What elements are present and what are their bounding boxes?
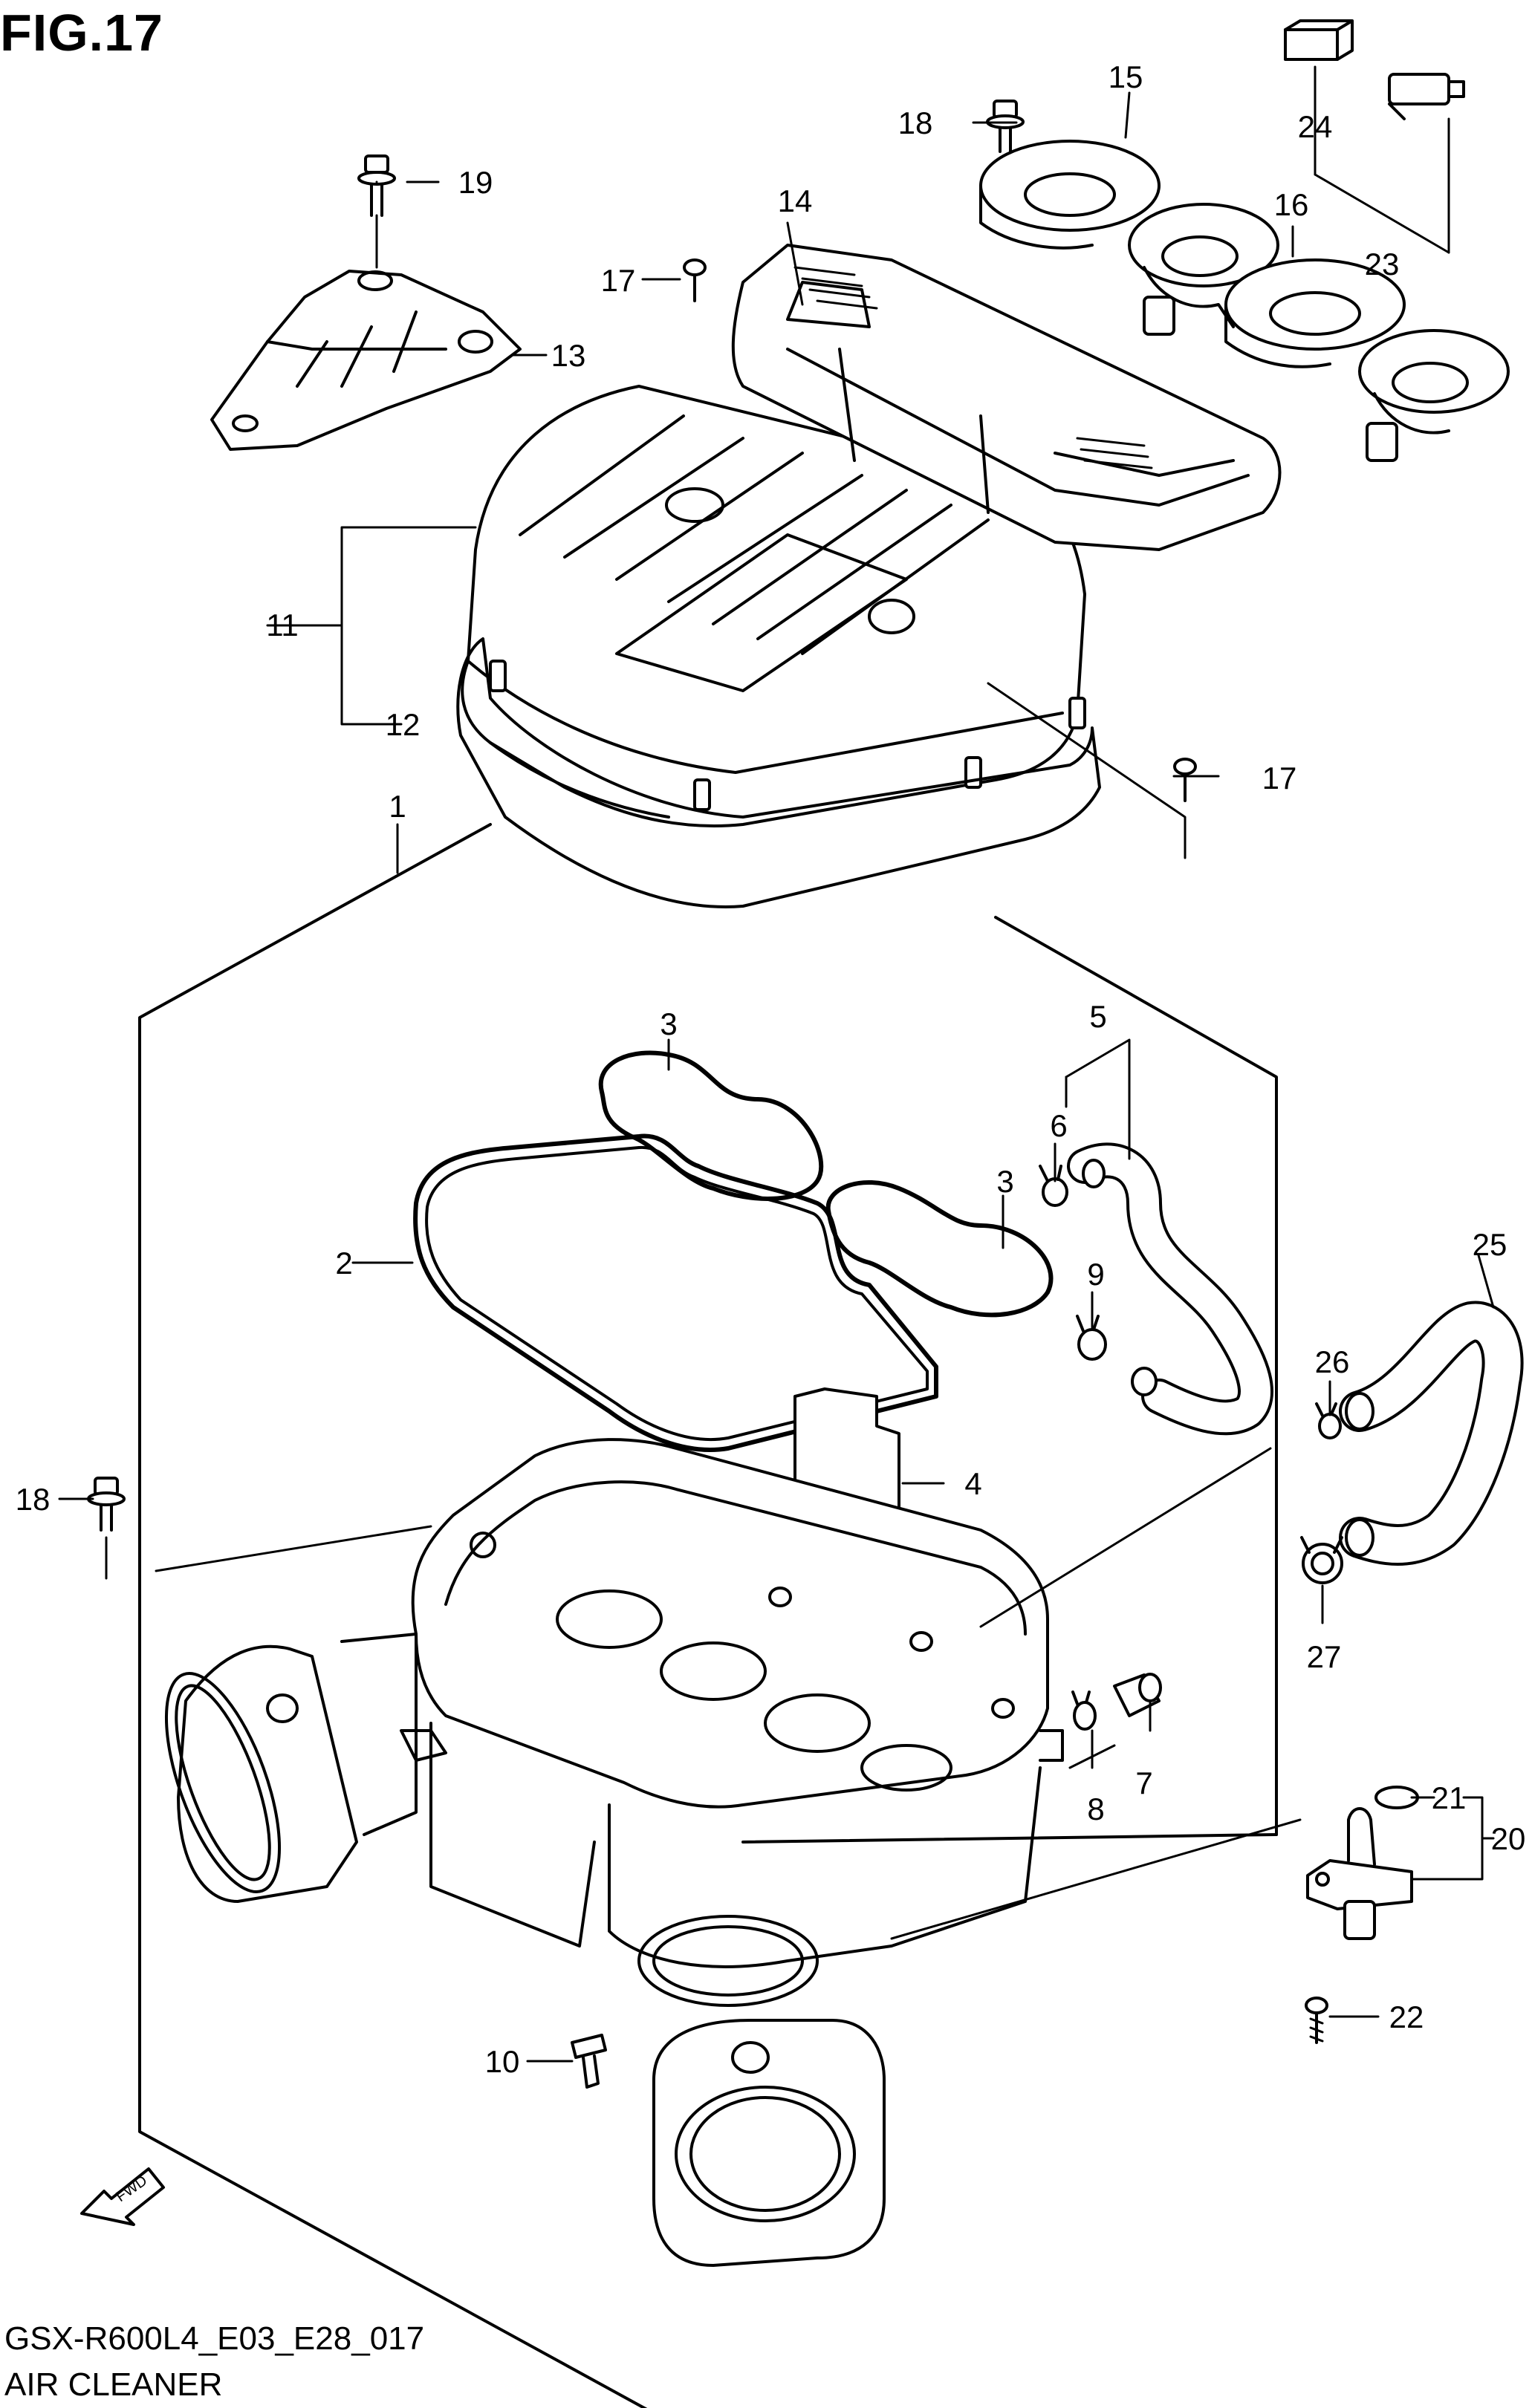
- bolt-19: [357, 154, 396, 269]
- funnels-15-16: [979, 140, 1510, 462]
- callout-5: 5: [1089, 999, 1106, 1034]
- clip-10: [571, 2034, 607, 2089]
- clamp-8: [1071, 1691, 1097, 1731]
- callout-19: 19: [458, 165, 493, 200]
- callout-25: 25: [1473, 1227, 1507, 1262]
- air-cleaner-case: [400, 1438, 1064, 2007]
- clamp-27: [1300, 1536, 1343, 1584]
- callout-10: 10: [485, 2044, 520, 2079]
- clamp-26: [1315, 1402, 1342, 1439]
- callout-13: 13: [551, 338, 586, 373]
- sensor-20: [1306, 1807, 1413, 1940]
- callout-labels: 1 2 3 3 4 5 6 7 8 9 10 11 12 13 14 15 16…: [16, 59, 1526, 2079]
- callout-21: 21: [1432, 1780, 1467, 1815]
- assembly-1-frame: [138, 823, 1278, 2408]
- screw-22: [1305, 1997, 1328, 2044]
- hose-5: [1067, 1142, 1273, 1436]
- callout-3b: 3: [996, 1164, 1013, 1199]
- clamp-6: [1039, 1165, 1068, 1207]
- intake-duct-left: [164, 1633, 418, 1903]
- callout-11: 11: [266, 608, 299, 642]
- callout-6: 6: [1050, 1108, 1067, 1143]
- callout-26: 26: [1315, 1344, 1350, 1379]
- bolt-18-left: [87, 1477, 126, 1532]
- callout-27: 27: [1307, 1639, 1342, 1674]
- ring-3b: [825, 1180, 1054, 1318]
- callout-18a: 18: [898, 105, 933, 140]
- callout-16: 16: [1274, 187, 1309, 222]
- connectors-23-24: [1284, 19, 1465, 120]
- fwd-arrow-icon: FWD: [80, 2167, 165, 2226]
- callout-2: 2: [335, 1246, 352, 1281]
- callout-17a: 17: [601, 263, 636, 298]
- callout-4: 4: [964, 1466, 981, 1501]
- gasket-2: [413, 1133, 938, 1452]
- callout-17b: 17: [1262, 761, 1297, 795]
- callout-8: 8: [1087, 1792, 1104, 1826]
- hose-25: [1339, 1301, 1524, 1566]
- bolt-18-top: [986, 100, 1025, 153]
- callout-14: 14: [778, 183, 813, 218]
- seal-12: [456, 637, 1101, 908]
- callout-15: 15: [1109, 59, 1143, 94]
- part-14-cover: [731, 244, 1282, 551]
- diagram-caption: AIR CLEANER: [4, 2366, 223, 2403]
- callout-22: 22: [1389, 1999, 1424, 2034]
- bracket-13: [210, 270, 522, 451]
- callout-7: 7: [1135, 1766, 1152, 1800]
- callout-20: 20: [1491, 1821, 1526, 1856]
- screw-17-top: [683, 258, 707, 302]
- air-cleaner-cap-11: [461, 385, 1086, 827]
- cap-7: [1113, 1673, 1162, 1717]
- callout-12: 12: [386, 707, 421, 742]
- leader-lines: [58, 65, 1495, 2063]
- callout-18b: 18: [16, 1482, 51, 1517]
- callout-24: 24: [1298, 109, 1333, 144]
- callout-9: 9: [1087, 1257, 1104, 1292]
- screw-17-right: [1173, 758, 1197, 802]
- callout-23: 23: [1365, 247, 1400, 282]
- dash-connectors: [155, 1447, 1302, 1940]
- ring-3a: [598, 1050, 824, 1201]
- bottom-duct: [652, 2019, 886, 2267]
- callout-1: 1: [389, 789, 406, 824]
- diagram-code: GSX-R600L4_E03_E28_017: [4, 2320, 425, 2357]
- callout-3a: 3: [660, 1006, 677, 1041]
- figure-title: FIG.17: [0, 4, 163, 62]
